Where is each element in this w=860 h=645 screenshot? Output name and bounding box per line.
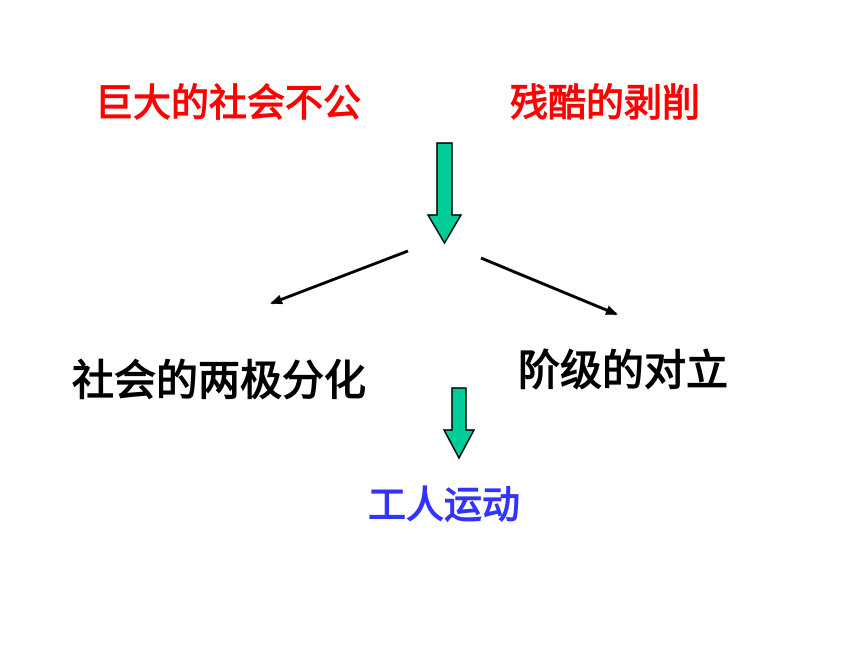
result-label-labor-movement: 工人运动 (368, 483, 521, 527)
effect-label-class-opposition: 阶级的对立 (518, 346, 729, 395)
effect-label-polarization: 社会的两极分化 (72, 356, 367, 405)
split-arrow-left (270, 249, 409, 305)
cause-label-exploitation: 残酷的剥削 (510, 81, 701, 125)
split-arrow-right (480, 256, 618, 316)
down-block-arrow-top (426, 142, 463, 245)
down-block-arrow-bottom (442, 387, 476, 460)
cause-label-social-injustice: 巨大的社会不公 (95, 81, 362, 125)
